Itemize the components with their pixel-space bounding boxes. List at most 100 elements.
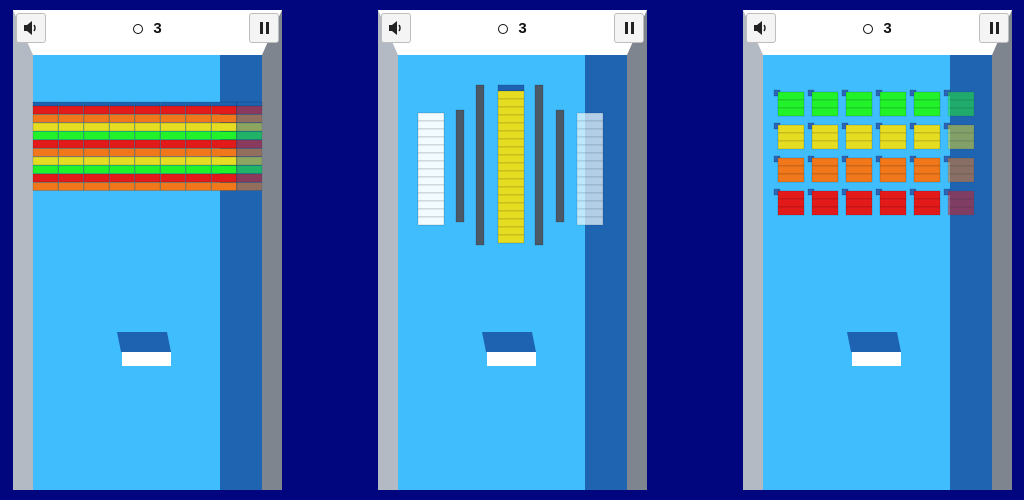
brick bbox=[576, 192, 604, 202]
brick bbox=[185, 131, 212, 140]
brick bbox=[58, 114, 84, 123]
speaker-icon bbox=[389, 21, 401, 35]
brick bbox=[109, 105, 135, 115]
brick bbox=[879, 124, 907, 134]
brick bbox=[417, 176, 445, 186]
pause-button[interactable] bbox=[249, 13, 279, 43]
brick bbox=[236, 156, 263, 166]
left-wall bbox=[13, 10, 33, 490]
brick bbox=[947, 140, 975, 150]
brick bbox=[777, 124, 805, 134]
brick bbox=[845, 190, 873, 200]
balls-remaining: 3 bbox=[378, 20, 647, 37]
brick bbox=[913, 140, 941, 150]
brick bbox=[32, 122, 59, 132]
speaker-icon bbox=[24, 21, 36, 35]
brick bbox=[576, 168, 604, 178]
brick-cap bbox=[32, 101, 59, 107]
brick bbox=[947, 132, 975, 142]
brick bbox=[211, 165, 237, 174]
brick bbox=[83, 105, 110, 115]
brick bbox=[497, 98, 525, 108]
brick bbox=[913, 91, 941, 101]
brick-cap bbox=[236, 101, 263, 107]
brick bbox=[879, 165, 907, 175]
brick bbox=[185, 148, 212, 157]
brick bbox=[811, 198, 839, 208]
brick bbox=[32, 148, 59, 157]
brick bbox=[417, 144, 445, 154]
pause-button[interactable] bbox=[614, 13, 644, 43]
brick bbox=[185, 139, 212, 149]
brick bbox=[947, 165, 975, 175]
brick bbox=[576, 200, 604, 210]
brick bbox=[185, 182, 212, 191]
brick bbox=[879, 157, 907, 167]
brick bbox=[32, 165, 59, 174]
brick bbox=[497, 170, 525, 180]
brick bbox=[777, 206, 805, 216]
paddle-top bbox=[847, 332, 901, 352]
brick bbox=[497, 194, 525, 204]
brick bbox=[497, 154, 525, 164]
sound-button[interactable] bbox=[16, 13, 46, 43]
brick bbox=[185, 122, 212, 132]
brick bbox=[134, 173, 161, 183]
brick bbox=[32, 139, 59, 149]
brick bbox=[83, 156, 110, 166]
brick bbox=[913, 165, 941, 175]
brick bbox=[58, 148, 84, 157]
brick bbox=[576, 208, 604, 218]
brick bbox=[913, 198, 941, 208]
game-screen-grid: 3 bbox=[743, 10, 1012, 490]
brick bbox=[211, 105, 237, 115]
brick bbox=[497, 218, 525, 228]
brick bbox=[58, 156, 84, 166]
brick bbox=[58, 173, 84, 183]
brick bbox=[777, 173, 805, 183]
brick bbox=[160, 131, 186, 140]
brick bbox=[497, 90, 525, 100]
right-wall bbox=[262, 10, 282, 490]
brick bbox=[811, 140, 839, 150]
brick bbox=[417, 152, 445, 162]
brick bbox=[32, 131, 59, 140]
brick bbox=[83, 148, 110, 157]
brick bbox=[947, 124, 975, 134]
brick bbox=[947, 190, 975, 200]
brick bbox=[913, 99, 941, 109]
brick bbox=[185, 165, 212, 174]
pillar bbox=[455, 109, 465, 223]
brick bbox=[417, 128, 445, 138]
game-screen-rainbow: 3 bbox=[13, 10, 282, 490]
paddle-top bbox=[482, 332, 536, 352]
brick bbox=[879, 140, 907, 150]
brick bbox=[134, 148, 161, 157]
sound-button[interactable] bbox=[381, 13, 411, 43]
brick bbox=[497, 138, 525, 148]
brick bbox=[134, 122, 161, 132]
brick bbox=[83, 182, 110, 191]
brick bbox=[134, 182, 161, 191]
brick bbox=[497, 162, 525, 172]
brick bbox=[845, 206, 873, 216]
brick bbox=[576, 184, 604, 194]
pause-button[interactable] bbox=[979, 13, 1009, 43]
brick bbox=[845, 173, 873, 183]
brick bbox=[32, 182, 59, 191]
ball-outline-icon bbox=[498, 23, 509, 34]
game-board bbox=[378, 10, 647, 490]
brick bbox=[109, 173, 135, 183]
brick bbox=[83, 131, 110, 140]
brick bbox=[236, 182, 263, 191]
brick bbox=[497, 202, 525, 212]
brick bbox=[913, 132, 941, 142]
brick bbox=[58, 165, 84, 174]
brick bbox=[576, 112, 604, 122]
pause-icon bbox=[259, 22, 269, 34]
ball-outline-icon bbox=[133, 23, 144, 34]
brick bbox=[134, 156, 161, 166]
brick bbox=[236, 105, 263, 115]
brick bbox=[811, 124, 839, 134]
sound-button[interactable] bbox=[746, 13, 776, 43]
